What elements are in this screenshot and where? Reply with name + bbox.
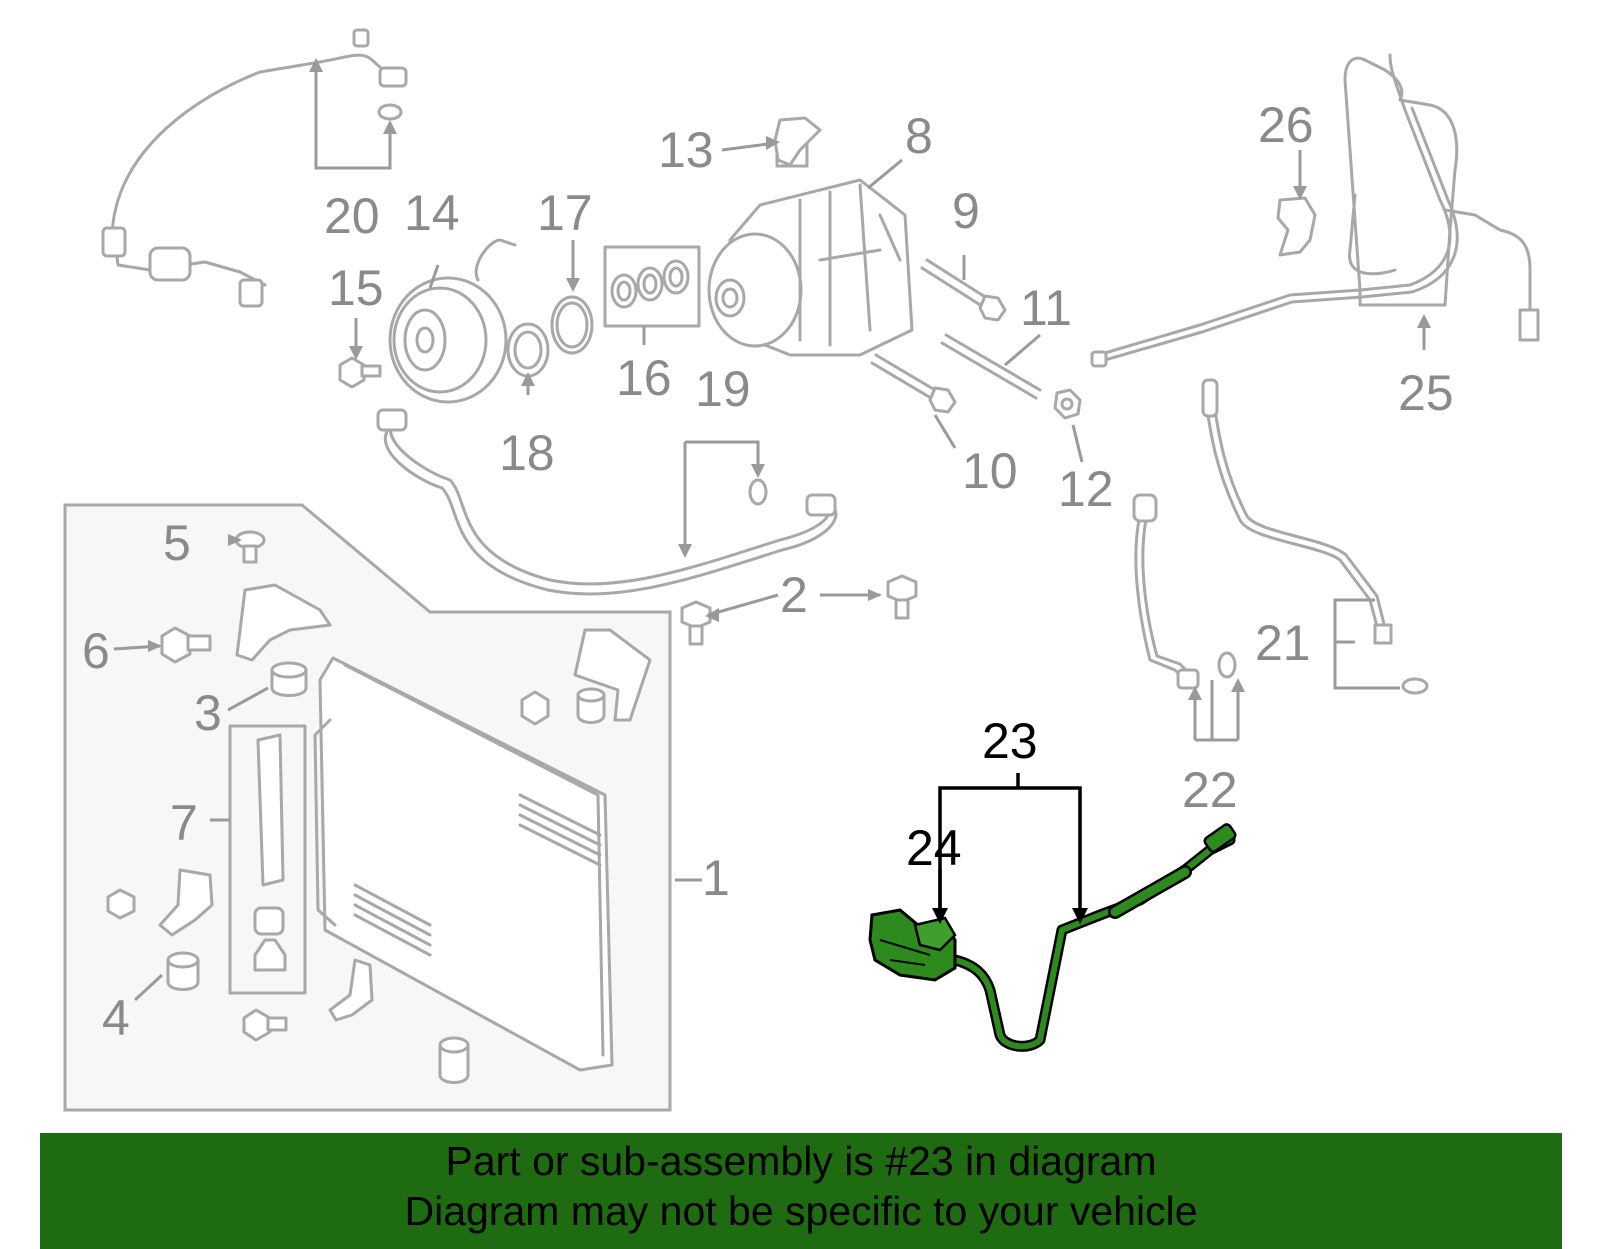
label-12: 12	[1058, 461, 1114, 517]
label-8: 8	[905, 108, 933, 164]
part-7-desiccant-box	[228, 724, 307, 995]
label-1: 1	[702, 850, 730, 906]
part-6-bolt	[160, 626, 212, 664]
part-20-hose	[101, 28, 408, 308]
part-25-pipe	[1090, 53, 1540, 368]
part-14-clutch	[388, 238, 517, 404]
banner-line-disclaimer: Diagram may not be specific to your vehi…	[404, 1188, 1198, 1234]
bracket-upper-right	[520, 628, 652, 726]
part-9-bolt	[920, 258, 1007, 322]
label-20: 20	[324, 188, 380, 244]
label-17: 17	[537, 185, 593, 241]
part-11-stud	[940, 333, 1042, 400]
part-10-bolt	[870, 353, 957, 414]
part-19-hose	[376, 408, 838, 596]
label-11: 11	[1020, 280, 1072, 336]
label-10: 10	[962, 443, 1018, 499]
part-12-nut	[1053, 388, 1082, 420]
label-22: 22	[1182, 762, 1238, 818]
part-26-bracket	[1276, 196, 1317, 257]
bracket-upper-left	[235, 583, 332, 662]
part-17-oring	[550, 295, 594, 355]
label-21: 21	[1255, 615, 1311, 671]
condenser-core	[313, 656, 614, 1072]
label-2: 2	[780, 567, 808, 623]
label-13: 13	[658, 122, 714, 178]
part-16-seals	[603, 245, 701, 328]
bracket-lower-left	[106, 868, 214, 937]
part-21-pipe	[1201, 378, 1429, 695]
part-3-cushion	[270, 661, 308, 697]
arrowheads-highlighted	[932, 908, 1088, 924]
bottom-cushion	[438, 1036, 470, 1084]
label-19: 19	[695, 361, 751, 417]
arrowheads	[148, 58, 1431, 700]
part-22-pipe	[1132, 493, 1237, 690]
label-5: 5	[163, 515, 191, 571]
info-banner: Part or sub-assembly is #23 in diagram D…	[40, 1133, 1562, 1249]
label-9: 9	[952, 183, 980, 239]
label-24: 24	[906, 820, 962, 876]
part-4-cushion	[166, 951, 200, 991]
part-8-compressor	[707, 136, 914, 357]
bracket-lower-mid	[242, 958, 374, 1042]
part-2-bolts	[680, 574, 918, 646]
label-16: 16	[616, 350, 672, 406]
label-23: 23	[982, 713, 1038, 769]
part-18-ring	[506, 322, 550, 378]
callout-labels: 1 2 3 4 5 6 7 8 9 10 11 12 13 14 15 16 1…	[82, 97, 1454, 1046]
banner-line-part: Part or sub-assembly is #23 in diagram	[445, 1138, 1157, 1184]
label-26: 26	[1258, 97, 1314, 153]
label-6: 6	[82, 623, 110, 679]
label-14: 14	[404, 185, 460, 241]
label-3: 3	[194, 685, 222, 741]
label-18: 18	[499, 425, 555, 481]
part-5-screw	[234, 530, 266, 564]
part-15-bolt	[338, 356, 382, 389]
part-23-hose-assembly-highlighted	[868, 823, 1237, 1052]
label-15: 15	[328, 260, 384, 316]
label-25: 25	[1398, 365, 1454, 421]
label-4: 4	[102, 990, 130, 1046]
label-7: 7	[170, 795, 198, 851]
